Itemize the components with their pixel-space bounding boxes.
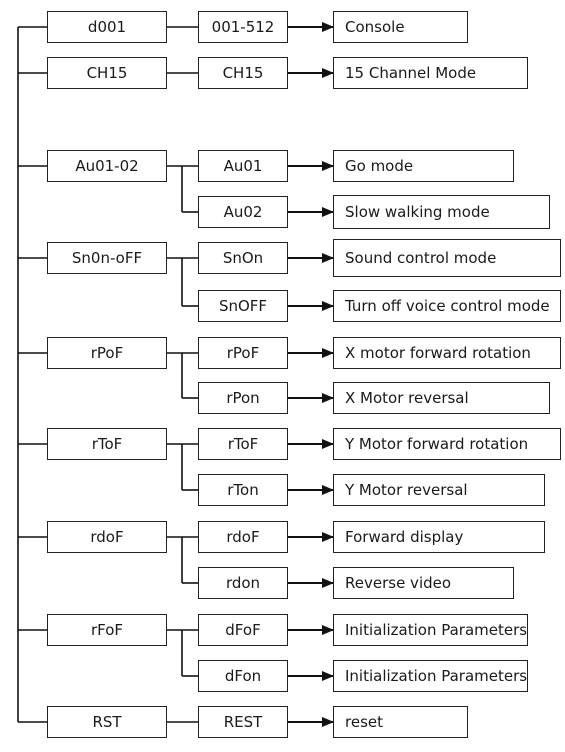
option-description-box: Console bbox=[333, 11, 468, 43]
option-code-box: CH15 bbox=[198, 57, 288, 89]
option-description-box: Initialization Parameters bbox=[333, 614, 528, 646]
option-code-box: SnOn bbox=[198, 242, 288, 274]
option-code-box: rdon bbox=[198, 567, 288, 599]
menu-code-box: rdoF bbox=[47, 521, 167, 553]
option-code-box: SnOFF bbox=[198, 290, 288, 322]
option-code-box: dFon bbox=[198, 660, 288, 692]
option-description-box: Slow walking mode bbox=[333, 195, 550, 229]
option-description-box: Y Motor forward rotation bbox=[333, 428, 561, 460]
option-description-box: Y Motor reversal bbox=[333, 474, 545, 506]
menu-code-box: rPoF bbox=[47, 337, 167, 369]
option-description-box: Initialization Parameters bbox=[333, 660, 528, 692]
option-description-box: Reverse video bbox=[333, 567, 514, 599]
option-description-box: Forward display bbox=[333, 521, 545, 553]
menu-code-box: rFoF bbox=[47, 614, 167, 646]
menu-code-box: Sn0n-oFF bbox=[47, 242, 167, 274]
menu-code-box: d001 bbox=[47, 11, 167, 43]
option-code-box: rPoF bbox=[198, 337, 288, 369]
option-code-box: 001-512 bbox=[198, 11, 288, 43]
menu-code-box: CH15 bbox=[47, 57, 167, 89]
menu-code-box: rToF bbox=[47, 428, 167, 460]
option-code-box: Au02 bbox=[198, 196, 288, 228]
menu-code-box: Au01-02 bbox=[47, 150, 167, 182]
option-description-box: 15 Channel Mode bbox=[333, 57, 528, 89]
option-code-box: rdoF bbox=[198, 521, 288, 553]
option-code-box: REST bbox=[198, 706, 288, 738]
option-code-box: rToF bbox=[198, 428, 288, 460]
option-description-box: Go mode bbox=[333, 150, 514, 182]
menu-code-box: RST bbox=[47, 706, 167, 738]
option-description-box: X Motor reversal bbox=[333, 382, 550, 414]
option-code-box: rPon bbox=[198, 382, 288, 414]
option-code-box: dFoF bbox=[198, 614, 288, 646]
option-description-box: Sound control mode bbox=[333, 239, 561, 277]
option-code-box: rTon bbox=[198, 474, 288, 506]
option-description-box: Turn off voice control mode bbox=[333, 290, 561, 322]
option-description-box: X motor forward rotation bbox=[333, 337, 561, 369]
option-code-box: Au01 bbox=[198, 150, 288, 182]
option-description-box: reset bbox=[333, 706, 468, 738]
